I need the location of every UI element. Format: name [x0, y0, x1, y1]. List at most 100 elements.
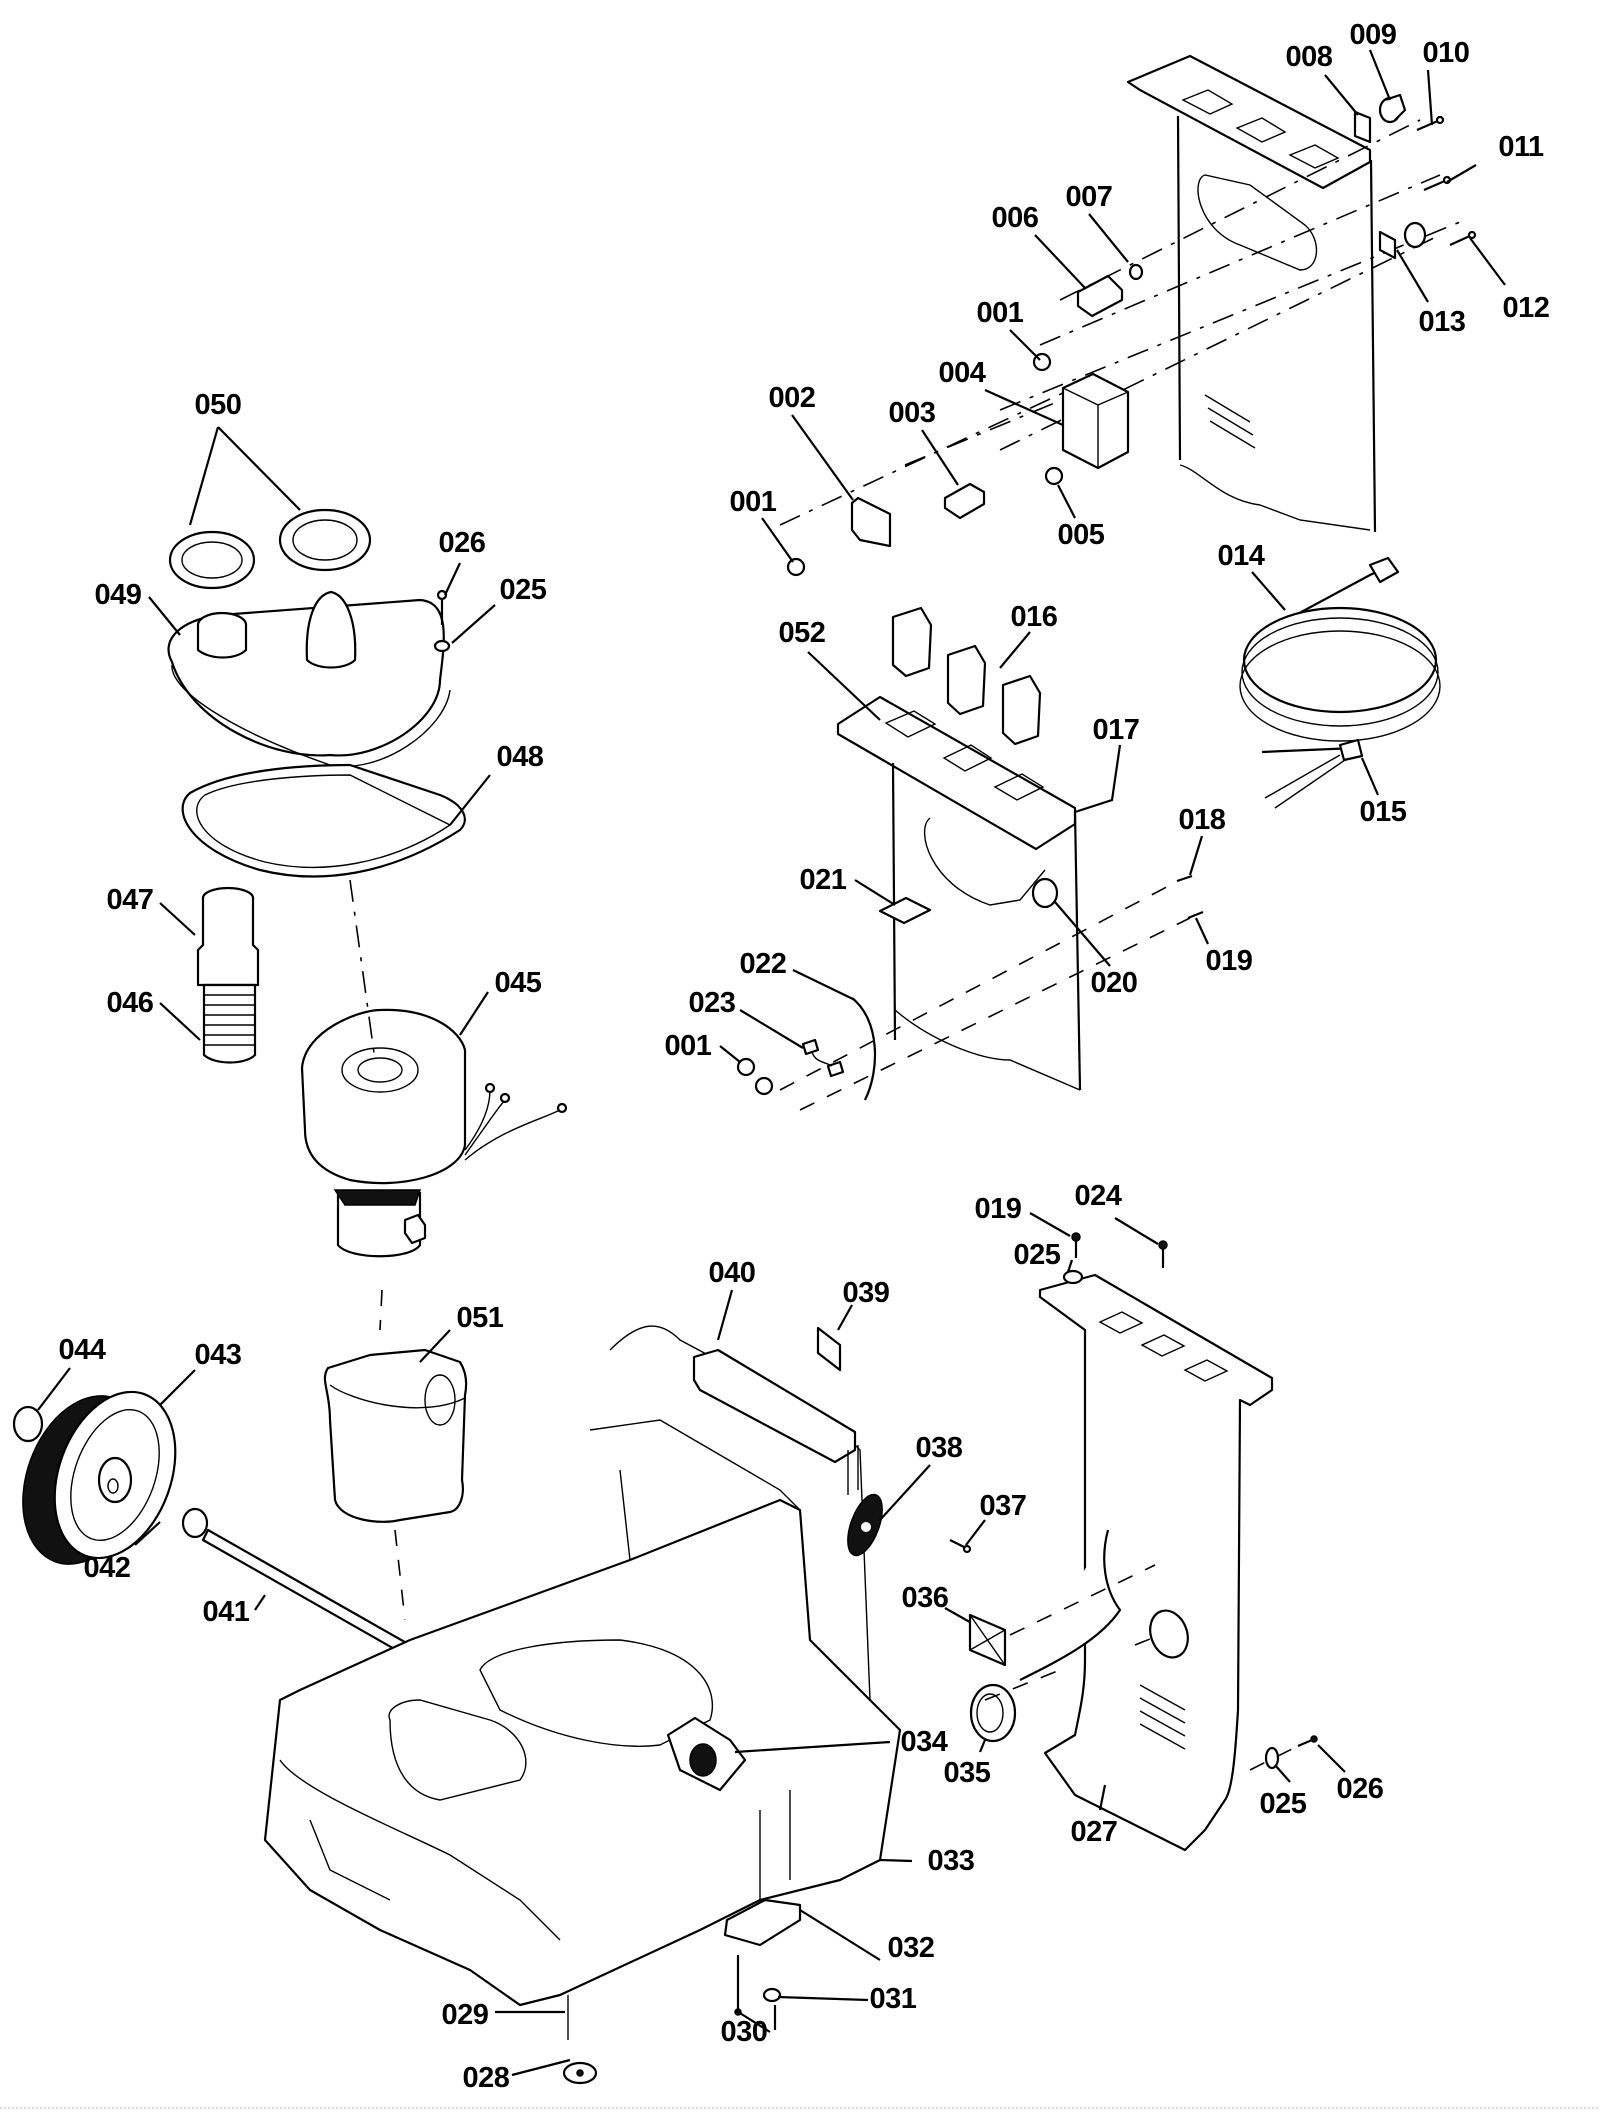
part-041-axle — [201, 1528, 414, 1659]
part-046-hose — [202, 983, 257, 1064]
part-045-vacuum-motor — [300, 1008, 568, 1258]
part-020-grommet — [1031, 877, 1059, 909]
callout-007: 007 — [1066, 181, 1113, 213]
callout-008: 008 — [1286, 41, 1333, 73]
part-044-hub-cap — [12, 1405, 44, 1443]
callout-032: 032 — [888, 1932, 935, 1964]
part-032-mounting-plate — [723, 1898, 802, 1947]
callout-013: 013 — [1419, 306, 1466, 338]
callout-024: 024 — [1075, 1180, 1122, 1212]
callout-046: 046 — [107, 987, 154, 1019]
callout-048: 048 — [497, 741, 544, 773]
callout-036: 036 — [902, 1582, 949, 1614]
callout-018: 018 — [1179, 804, 1226, 836]
axis-lines-mid — [779, 879, 1191, 1111]
part-023-ground-strap — [801, 1038, 845, 1078]
callout-028: 028 — [463, 2062, 510, 2094]
part-019-screw-top — [1187, 910, 1204, 920]
callout-025: 025 — [1260, 1788, 1307, 1820]
callout-044: 044 — [59, 1334, 106, 1366]
part-037-screw — [949, 1539, 972, 1554]
part-010-screw — [1416, 115, 1445, 132]
callout-022: 022 — [740, 948, 787, 980]
part-019-screw-mid — [1071, 1232, 1081, 1258]
callout-031: 031 — [870, 1983, 917, 2015]
part-027-rear-cover — [1019, 1273, 1274, 1852]
callout-050: 050 — [195, 389, 242, 421]
part-011-screw — [1423, 175, 1452, 192]
part-009-bushing — [1378, 93, 1407, 124]
callout-047: 047 — [107, 884, 154, 916]
callout-010: 010 — [1423, 37, 1470, 69]
part-042-washer — [181, 1507, 209, 1539]
part-024-screw — [1158, 1240, 1168, 1268]
axis-lines-right — [984, 1564, 1301, 1771]
callout-029: 029 — [442, 1999, 489, 2031]
part-033-base-housing — [263, 1325, 902, 2007]
axis-line-motor — [349, 879, 406, 1621]
callout-001: 001 — [730, 486, 777, 518]
part-022-hose — [851, 997, 877, 1101]
callout-014: 014 — [1218, 540, 1265, 572]
upper-control-panel — [1126, 54, 1377, 533]
callout-030: 030 — [721, 2016, 768, 2048]
part-013-bushing — [1378, 221, 1427, 260]
part-038-handle-knob — [847, 1493, 883, 1557]
callout-023: 023 — [689, 987, 736, 1019]
part-008-bracket — [1353, 110, 1372, 144]
callout-015: 015 — [1360, 796, 1407, 828]
callout-012: 012 — [1503, 292, 1550, 324]
callout-034: 034 — [901, 1726, 948, 1758]
part-047-hose-cuff — [196, 886, 260, 987]
leaders-left-top — [148, 426, 496, 1041]
callout-041: 041 — [203, 1596, 250, 1628]
callout-009: 009 — [1350, 19, 1397, 51]
callout-026: 026 — [439, 527, 486, 559]
part-017-switch-panel — [891, 762, 1082, 1091]
callout-002: 002 — [769, 382, 816, 414]
callout-021: 021 — [800, 864, 847, 896]
part-002-rectifier — [850, 496, 892, 548]
part-025-washer-mid — [1062, 1269, 1084, 1285]
part-048-gasket — [181, 763, 466, 878]
callout-025: 025 — [500, 574, 547, 606]
leaders-top-right — [761, 49, 1506, 563]
callout-025: 025 — [1014, 1239, 1061, 1271]
part-001-nut-c — [736, 1057, 774, 1096]
part-025-washer-top — [433, 639, 451, 653]
callout-051: 051 — [457, 1302, 504, 1334]
part-003-breaker — [943, 482, 986, 520]
callout-019: 019 — [1206, 945, 1253, 977]
callout-052: 052 — [779, 617, 826, 649]
part-043-wheel — [22, 1390, 177, 1565]
leaders-mid-right — [719, 631, 1209, 1063]
part-007-washer — [1128, 263, 1144, 281]
callout-039: 039 — [843, 1277, 890, 1309]
part-026-screw-top — [436, 589, 448, 625]
part-028-foot-pad — [562, 2061, 598, 2085]
callout-049: 049 — [95, 579, 142, 611]
callout-026: 026 — [1337, 1773, 1384, 1805]
part-034-drain-valve — [666, 1716, 747, 1792]
leaders-cord — [1251, 571, 1380, 796]
part-036-filter — [968, 1613, 1007, 1667]
callout-005: 005 — [1058, 519, 1105, 551]
leaders-right — [978, 1212, 1346, 1811]
part-050-grommets — [168, 508, 372, 590]
part-035-grommet — [969, 1683, 1017, 1743]
callout-016: 016 — [1011, 601, 1058, 633]
part-004-block — [1061, 372, 1130, 470]
callout-020: 020 — [1091, 967, 1138, 999]
callout-045: 045 — [495, 967, 542, 999]
part-015-strain-relief — [1264, 738, 1364, 809]
part-006-breaker — [1076, 274, 1124, 318]
callout-019: 019 — [975, 1193, 1022, 1225]
leaders-left-bottom — [37, 1329, 451, 1611]
callout-042: 042 — [84, 1552, 131, 1584]
part-051-recovery-bucket — [323, 1348, 468, 1523]
callout-004: 004 — [939, 357, 986, 389]
part-026-screw-bot — [1297, 1735, 1318, 1748]
part-031-clamp — [762, 1987, 782, 2003]
callout-001: 001 — [977, 297, 1024, 329]
